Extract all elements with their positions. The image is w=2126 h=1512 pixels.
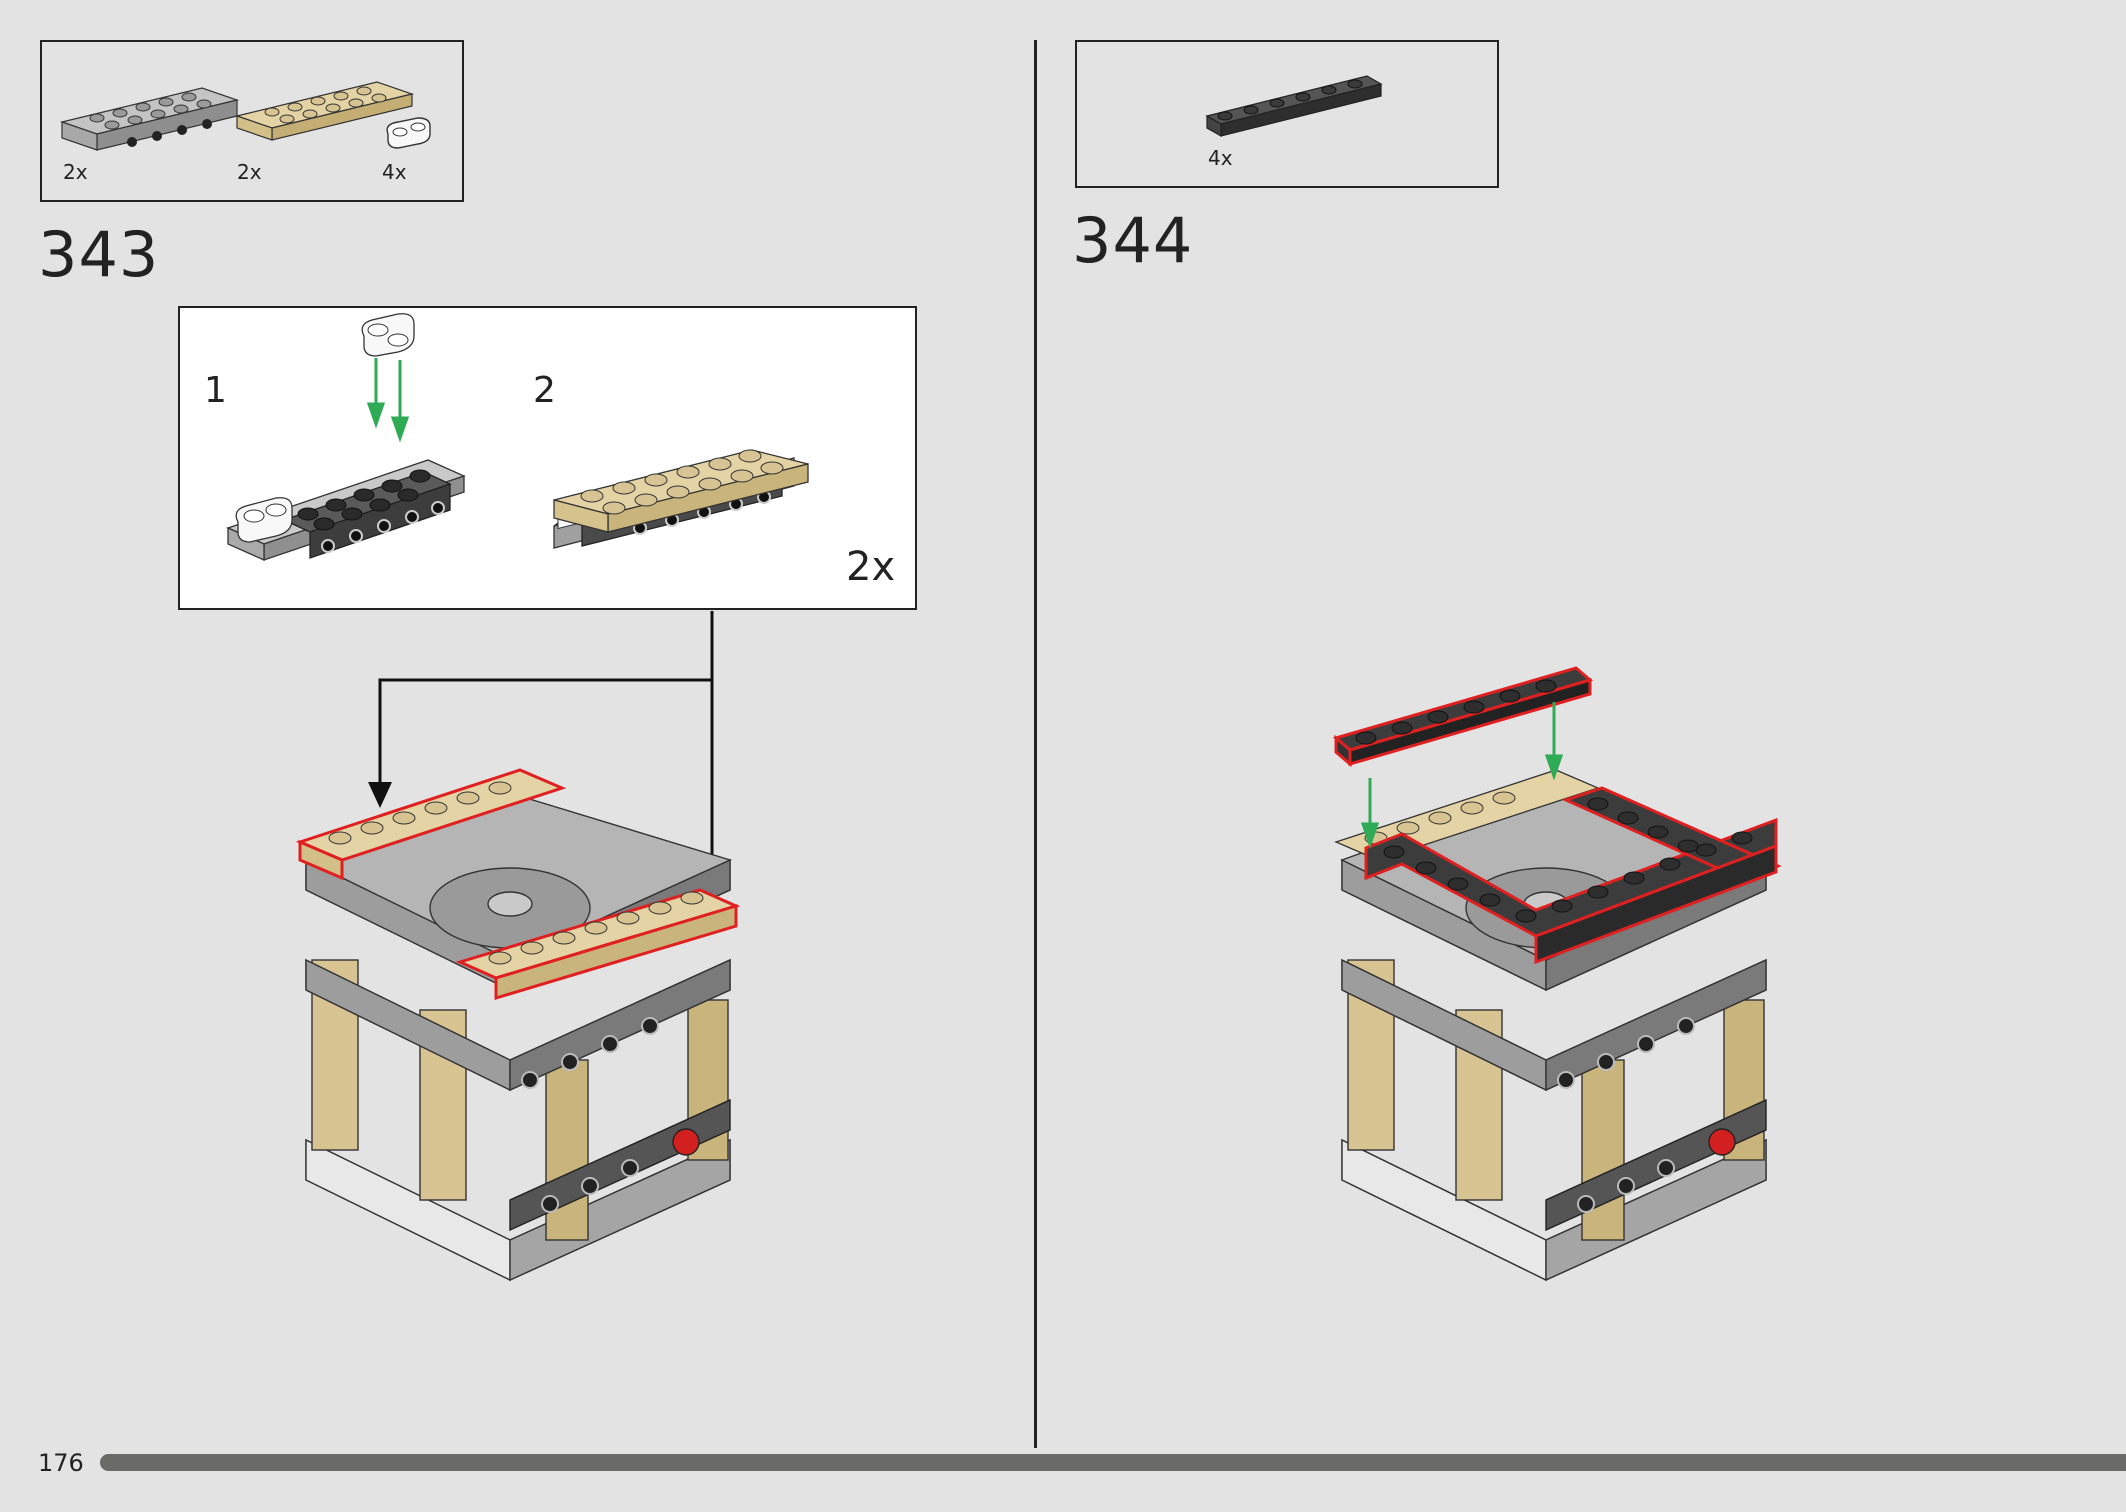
substep-label: 2 [533,370,556,411]
substep-label: 1 [204,370,227,411]
progress-bar [100,1454,2126,1471]
tan-2x6-plate-icon [234,81,415,141]
black-1x6-plate-icon [1205,75,1383,138]
parts-list-344: 4x [1075,40,1499,188]
step-number: 344 [1072,204,1194,277]
page-number: 176 [38,1449,84,1477]
part-qty: 2x [63,160,88,184]
part-qty: 2x [237,160,262,184]
sub-assembly-callout: 1 2 2x [178,306,917,610]
quantity-multiplier: 2x [846,544,896,590]
step-number: 343 [38,218,160,291]
part-qty: 4x [382,160,407,184]
part-qty: 4x [1208,146,1233,170]
dark-gray-2x6-technic-plate-icon [59,87,240,151]
parts-list-343: 2x 2x 4x [40,40,464,202]
technic-plate-assembly-illustration [226,313,809,562]
white-1x2-rounded-plate-icon [386,117,431,149]
page-divider [1034,40,1037,1448]
